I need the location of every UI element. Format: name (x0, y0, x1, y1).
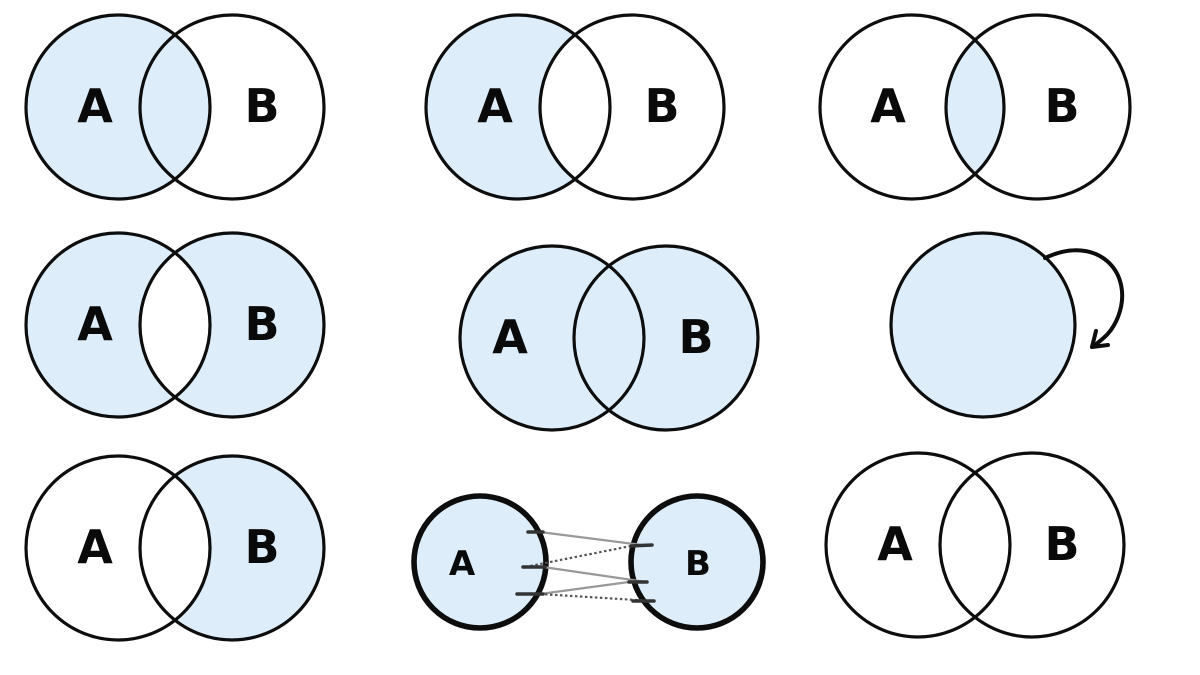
venn-svg: A B (818, 13, 1132, 201)
venn-svg: A B (24, 231, 326, 419)
venn-right-only-shaded: A B (0, 450, 400, 675)
circle-outline (889, 231, 1077, 419)
circle-b-outline (538, 13, 726, 201)
circle-a (411, 493, 549, 631)
label-a: A (77, 297, 113, 351)
circle-a-outline (24, 13, 212, 201)
venn-svg: A B (411, 493, 766, 631)
label-a: A (477, 79, 513, 133)
label-b: B (1044, 79, 1079, 133)
circle-b-outline (138, 13, 326, 201)
curved-arrow-icon (1043, 248, 1125, 349)
venn-svg: A B (24, 13, 326, 201)
circle-b-outline (138, 231, 326, 419)
circle-b-mask (540, 15, 724, 199)
venn-unshaded: A B (800, 450, 1200, 675)
label-a: A (870, 79, 906, 133)
label-a: A (449, 544, 476, 584)
circle-a-outline (24, 231, 212, 419)
venn-svg: A B (424, 13, 726, 201)
label-b: B (1044, 517, 1079, 571)
label-a: A (77, 520, 113, 574)
label-a: A (492, 310, 528, 364)
circle-a-fill (26, 15, 210, 199)
label-b: B (685, 544, 711, 584)
circle-b-outline (138, 454, 326, 642)
circle-a-outline (458, 244, 646, 432)
circle-a-outline (824, 451, 1012, 639)
circle-a-mask (26, 456, 210, 640)
venn-left-circle-fully-shaded: A B (0, 0, 400, 225)
label-b: B (244, 520, 279, 574)
circle-b-outline (572, 244, 760, 432)
cross-connector-lines-icon (515, 530, 656, 603)
label-b: B (678, 310, 713, 364)
circle-a-outline (424, 13, 612, 201)
circle-a-outline (24, 454, 212, 642)
label-b: B (644, 79, 679, 133)
label-b: B (244, 297, 279, 351)
venn-svg: A B (24, 454, 326, 642)
venn-svg (889, 231, 1125, 419)
circle-b-outline (938, 451, 1126, 639)
circle-fill (891, 233, 1075, 417)
venn-left-only-shaded: A B (400, 0, 800, 225)
disjoint-circles-cross-connected: A B (400, 450, 800, 675)
venn-intersection-shaded: A B (800, 0, 1200, 225)
venn-both-shaded-excluding-intersection: A B (0, 225, 400, 450)
intersection-white-mask (140, 233, 210, 417)
venn-both-fully-shaded: A B (400, 225, 800, 450)
label-b: B (244, 79, 279, 133)
circle-b-outline (944, 13, 1132, 201)
circle-b-fill (574, 246, 758, 430)
circle-b (628, 493, 766, 631)
circle-a-outline (818, 13, 1006, 201)
label-a: A (77, 79, 113, 133)
single-circle-self-loop (800, 225, 1200, 450)
venn-svg: A B (824, 451, 1126, 639)
label-a: A (877, 517, 913, 571)
venn-svg: A B (458, 244, 760, 432)
